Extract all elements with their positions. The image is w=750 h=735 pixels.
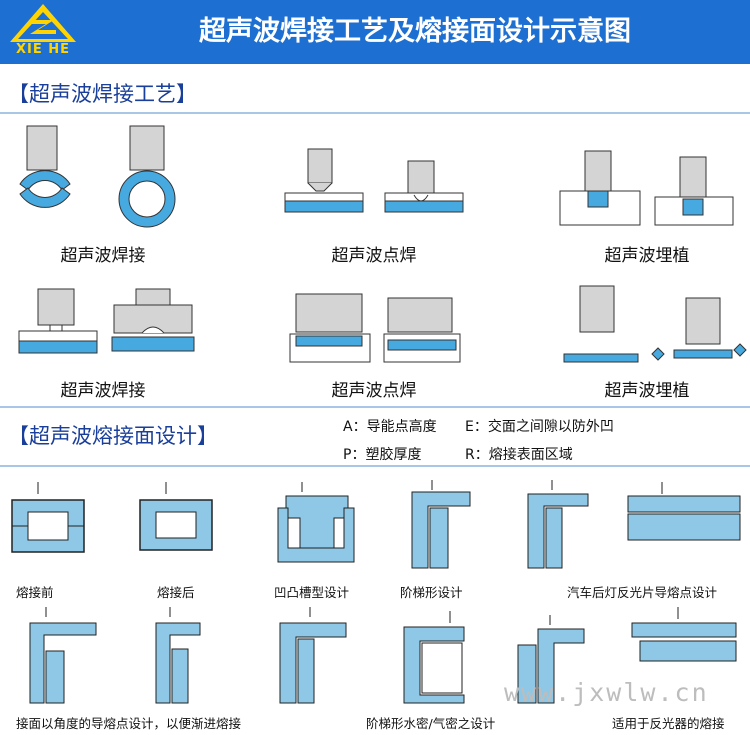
divider: [0, 112, 750, 114]
reflector-diagram: [631, 607, 737, 662]
divider: [0, 406, 750, 408]
caption-reflector: 适用于反光器的熔接: [612, 716, 725, 731]
embedding-illustration-2: [563, 285, 747, 363]
divider: [0, 465, 750, 467]
stepped-seal-diagram-1: [279, 607, 347, 704]
after-welding-diagram: [139, 482, 213, 551]
caption-taillight: 汽车后灯反光片导熔点设计: [567, 585, 718, 600]
caption-step: 阶梯形设计: [400, 585, 463, 600]
caption-ultrasonic-welding-1: 超声波焊接: [60, 246, 146, 266]
caption-before: 熔接前: [16, 585, 54, 600]
cavity-spot-welding-illustration: [289, 293, 461, 363]
step-joint-diagram: [411, 480, 471, 569]
caption-embedding-2: 超声波埋植: [604, 381, 690, 401]
angled-joint-diagram-1: [29, 607, 97, 704]
step-diagram-3: [517, 615, 585, 704]
watermark: www.jxwlw.cn: [504, 678, 709, 707]
embedding-illustration: [559, 150, 734, 226]
angled-joint-diagram-2: [155, 607, 201, 704]
stepped-seal-diagram-2: [403, 611, 465, 704]
logo-text: XIE HE: [15, 42, 71, 57]
caption-groove: 凹凸槽型设计: [274, 585, 350, 600]
caption-spot-welding-1: 超声波点焊: [331, 246, 417, 266]
caption-after: 熔接后: [157, 585, 195, 600]
section-title-fusion-design: 【超声波熔接面设计】: [8, 424, 218, 448]
caption-embedding-1: 超声波埋植: [604, 246, 690, 266]
legend-p: P：塑胶厚度: [343, 447, 422, 463]
legend-r: R：熔接表面区域: [465, 447, 573, 463]
page-title: 超声波焊接工艺及熔接面设计示意图: [199, 16, 631, 47]
header-bar: XIE HE 超声波焊接工艺及熔接面设计示意图: [0, 0, 750, 64]
legend-e: E：交面之间隙以防外凹: [465, 419, 614, 435]
flat-welding-illustration: [18, 288, 195, 354]
legend-a: A：导能点高度: [343, 419, 437, 435]
ring-welding-illustration: [19, 125, 176, 228]
caption-angled: 接面以角度的导熔点设计，以便渐进熔接: [16, 716, 242, 731]
section-title-welding: 【超声波焊接工艺】: [8, 82, 197, 106]
caption-stepped-seal: 阶梯形水密/气密之设计: [366, 716, 496, 731]
tongue-groove-diagram: [277, 482, 355, 563]
tail-light-reflector-diagram: [627, 482, 741, 541]
tail-light-step-diagram: [527, 480, 589, 569]
caption-ultrasonic-welding-2: 超声波焊接: [60, 381, 146, 401]
spot-welding-illustration: [284, 148, 464, 213]
caption-spot-welding-2: 超声波点焊: [331, 381, 417, 401]
before-welding-diagram: [11, 482, 85, 553]
xiehe-logo: [10, 4, 76, 42]
